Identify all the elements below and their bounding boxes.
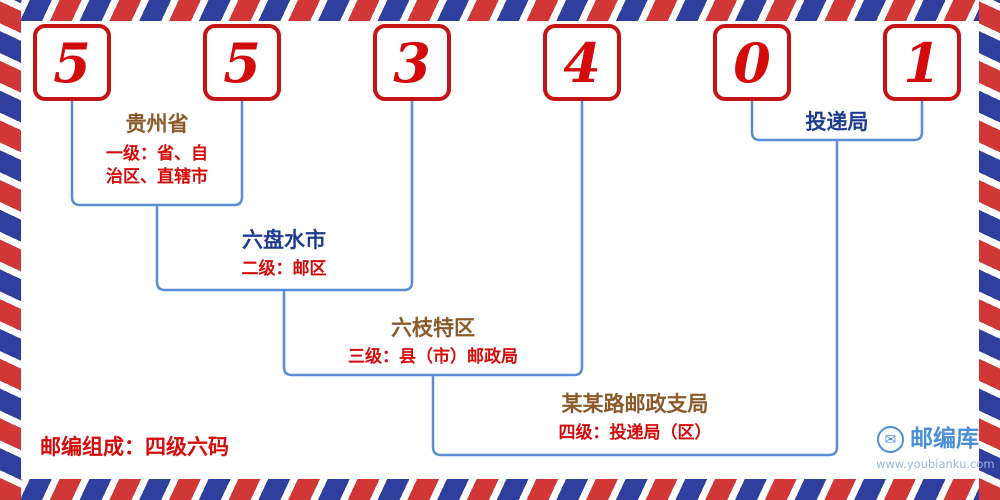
composition-note: 邮编组成：四级六码	[40, 435, 229, 459]
digit-6: 1	[903, 30, 941, 95]
digit-box-5: 0	[713, 24, 791, 101]
airmail-border-bottom	[0, 479, 1000, 500]
digit-2: 5	[223, 30, 261, 95]
youbianku-logo[interactable]: ✉ 邮编库 www.youbianku.com	[876, 426, 995, 471]
envelope-icon: ✉	[877, 426, 904, 453]
province-desc: 一级：省、自治区、直辖市	[106, 144, 208, 188]
label-branch: 某某路邮政支局 四级：投递局（区）	[460, 392, 810, 445]
logo-url[interactable]: www.youbianku.com	[876, 457, 995, 471]
digit-box-6: 1	[883, 24, 961, 101]
digit-1: 5	[53, 30, 91, 95]
city-desc: 二级：邮区	[241, 259, 327, 280]
digit-4: 4	[563, 30, 601, 95]
city-name: 六盘水市	[242, 228, 326, 252]
digit-5: 0	[733, 30, 771, 95]
airmail-border-right	[979, 0, 1000, 500]
digit-box-3: 3	[373, 24, 451, 101]
digit-box-2: 5	[203, 24, 281, 101]
logo-brand: 邮编库	[910, 426, 979, 452]
delivery-name: 投递局	[805, 110, 869, 134]
label-district: 六枝特区 三级：县（市）邮政局	[288, 316, 578, 369]
label-city: 六盘水市 二级：邮区	[164, 228, 404, 281]
branch-name: 某某路邮政支局	[561, 392, 709, 416]
label-province: 贵州省 一级：省、自治区、直辖市	[82, 112, 232, 189]
district-desc: 三级：县（市）邮政局	[348, 347, 518, 368]
branch-desc: 四级：投递局（区）	[558, 423, 712, 444]
province-name: 贵州省	[125, 112, 189, 136]
district-name: 六枝特区	[391, 316, 475, 340]
digit-box-1: 5	[33, 24, 111, 101]
logo-row: ✉ 邮编库	[876, 426, 980, 453]
airmail-border-top	[0, 0, 1000, 21]
digit-box-4: 4	[543, 24, 621, 101]
airmail-border-left	[0, 0, 21, 500]
label-delivery: 投递局	[762, 110, 912, 135]
digit-3: 3	[393, 30, 431, 95]
